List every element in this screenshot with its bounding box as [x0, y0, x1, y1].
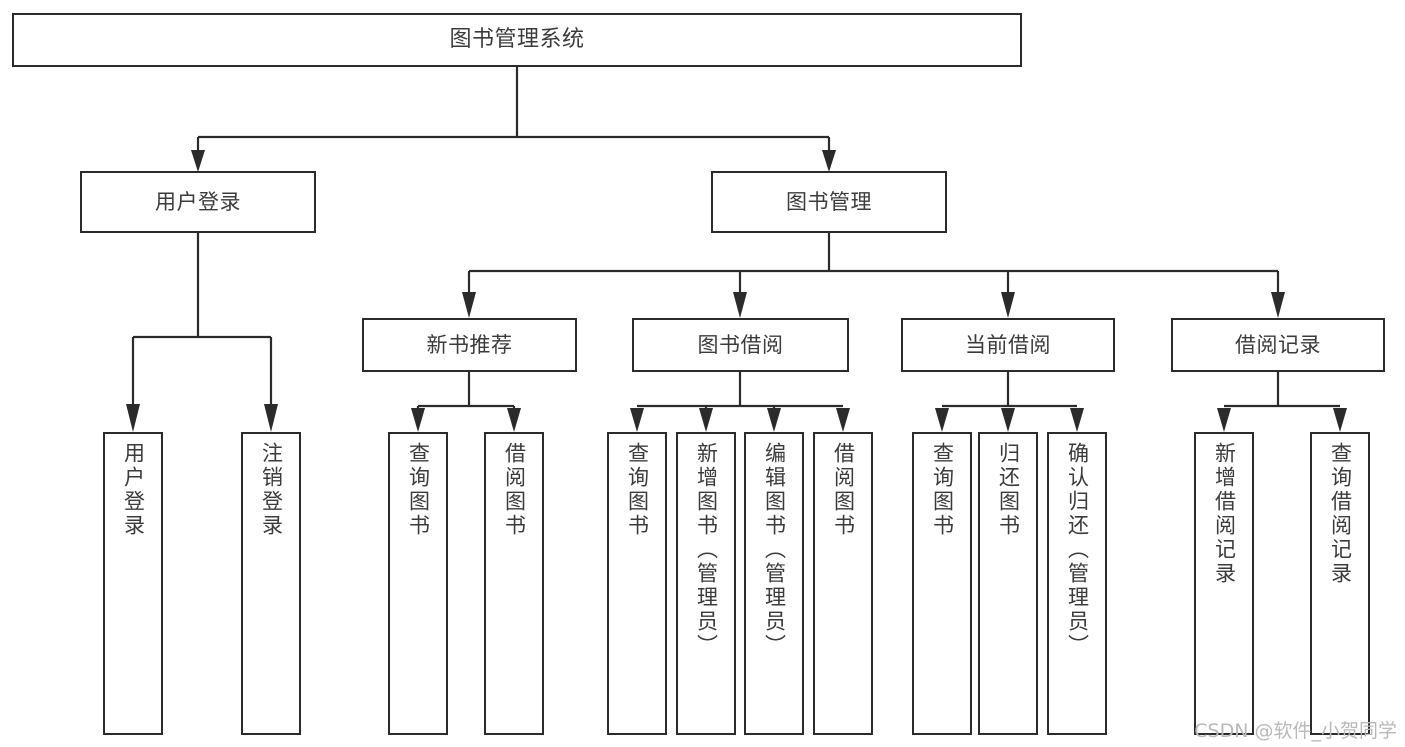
leaf-query-book-1[interactable]: 查询图书 — [388, 432, 448, 735]
leaf-borrow-book-2[interactable]: 借阅图书 — [813, 432, 873, 735]
arrow-leaf-logout — [264, 404, 278, 432]
leaf-logout-login[interactable]: 注销登录 — [241, 432, 301, 735]
leaf-confirm-return-label: 确认归还（管理员） — [1065, 442, 1090, 658]
arrow-cb-c3 — [1070, 408, 1084, 432]
leaf-borrow-book-1-label: 借阅图书 — [502, 442, 527, 538]
leaf-user-login-label: 用户登录 — [121, 442, 146, 538]
arrow-br-c1 — [1217, 408, 1231, 432]
leaf-user-login[interactable]: 用户登录 — [103, 432, 163, 735]
leaf-query-book-2-label: 查询图书 — [625, 442, 650, 538]
leaf-return-book-label: 归还图书 — [996, 442, 1021, 538]
node-book-manage[interactable]: 图书管理 — [711, 171, 947, 233]
leaf-confirm-return[interactable]: 确认归还（管理员） — [1047, 432, 1107, 735]
leaf-borrow-book-1[interactable]: 借阅图书 — [484, 432, 544, 735]
csdn-watermark: CSDN @软件_小贺同学 — [1194, 720, 1397, 742]
leaf-return-book[interactable]: 归还图书 — [978, 432, 1038, 735]
node-user-login-label: 用户登录 — [155, 189, 241, 214]
arrow-bb-c1 — [630, 408, 644, 432]
node-root[interactable]: 图书管理系统 — [12, 13, 1022, 67]
leaf-query-record[interactable]: 查询借阅记录 — [1310, 432, 1370, 735]
node-current-borrow[interactable]: 当前借阅 — [901, 318, 1115, 372]
leaf-add-book[interactable]: 新增图书（管理员） — [676, 432, 736, 735]
leaf-query-book-3-label: 查询图书 — [930, 442, 955, 538]
node-new-book-rec[interactable]: 新书推荐 — [362, 318, 577, 372]
arrow-borrow-record — [1271, 292, 1285, 318]
arrow-bb-c2 — [699, 408, 713, 432]
arrow-book-borrow — [733, 292, 747, 318]
leaf-query-record-label: 查询借阅记录 — [1328, 442, 1353, 586]
leaf-query-book-2[interactable]: 查询图书 — [607, 432, 667, 735]
node-book-manage-label: 图书管理 — [786, 189, 872, 214]
arrow-nbr-c1 — [411, 408, 425, 432]
node-borrow-record[interactable]: 借阅记录 — [1171, 318, 1385, 372]
leaf-add-record[interactable]: 新增借阅记录 — [1194, 432, 1254, 735]
arrow-user-login — [191, 150, 205, 172]
arrow-book-manage — [822, 150, 836, 172]
node-book-borrow-label: 图书借阅 — [697, 332, 784, 357]
leaf-logout-login-label: 注销登录 — [259, 442, 284, 538]
node-borrow-record-label: 借阅记录 — [1235, 332, 1321, 357]
node-user-login[interactable]: 用户登录 — [80, 171, 316, 233]
leaf-edit-book-label: 编辑图书（管理员） — [762, 442, 787, 658]
leaf-query-book-3[interactable]: 查询图书 — [912, 432, 972, 735]
node-new-book-rec-label: 新书推荐 — [426, 332, 513, 357]
arrow-cb-c2 — [1001, 408, 1015, 432]
leaf-edit-book[interactable]: 编辑图书（管理员） — [744, 432, 804, 735]
leaf-borrow-book-2-label: 借阅图书 — [831, 442, 856, 538]
arrow-current-borrow — [1001, 292, 1015, 318]
arrow-leaf-user-login — [126, 404, 140, 432]
node-current-borrow-label: 当前借阅 — [965, 332, 1051, 357]
leaf-add-book-label: 新增图书（管理员） — [694, 442, 719, 658]
arrow-cb-c1 — [935, 408, 949, 432]
arrow-bb-c4 — [836, 408, 850, 432]
node-root-label: 图书管理系统 — [449, 27, 585, 53]
arrow-bb-c3 — [767, 408, 781, 432]
leaf-add-record-label: 新增借阅记录 — [1212, 442, 1237, 586]
arrow-new-book-rec — [462, 292, 476, 318]
arrow-nbr-c2 — [507, 408, 521, 432]
node-book-borrow[interactable]: 图书借阅 — [632, 318, 849, 372]
arrow-br-c2 — [1333, 408, 1347, 432]
leaf-query-book-1-label: 查询图书 — [406, 442, 431, 538]
